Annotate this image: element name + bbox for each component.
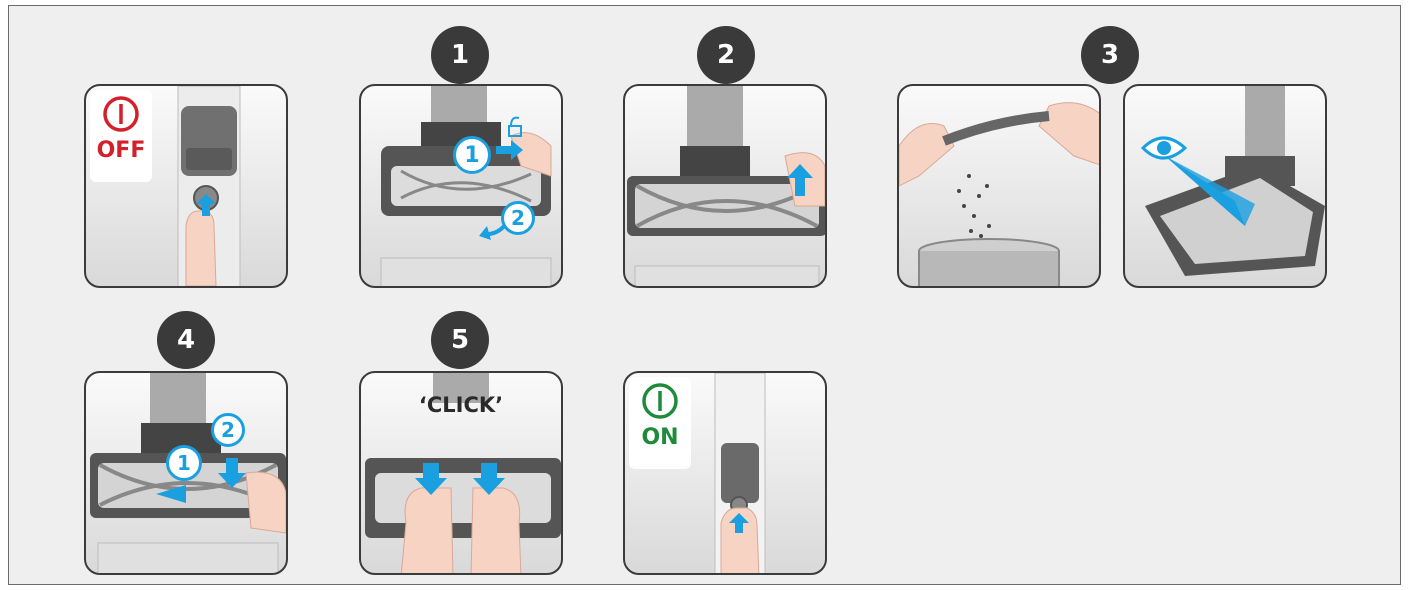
step-1-badge: 1: [431, 26, 489, 84]
power-symbol-icon: [640, 381, 680, 421]
callout-2: 2: [501, 201, 535, 235]
clean-brush-roll-illustration: [899, 86, 1101, 288]
panel-step-4: 1 2: [84, 371, 288, 575]
power-on-label: ON: [641, 427, 678, 449]
callout-1-text: 1: [177, 451, 191, 475]
brush-head-open-illustration: [361, 86, 563, 288]
callout-2-text: 2: [511, 206, 525, 230]
power-on-badge: ON: [629, 377, 691, 469]
click-label: ‘CLICK’: [361, 393, 561, 417]
step-3-badge: 3: [1081, 26, 1139, 84]
step-5-number: 5: [451, 325, 469, 355]
callout-2-text: 2: [221, 418, 235, 442]
panel-step-1: 1 2: [359, 84, 563, 288]
panel-step-5: ‘CLICK’: [359, 371, 563, 575]
instruction-frame: 1 2 3 4 5 OFF: [8, 5, 1401, 585]
step-2-badge: 2: [697, 26, 755, 84]
panel-step-2: [623, 84, 827, 288]
panel-power-off: OFF: [84, 84, 288, 288]
callout-1: 1: [166, 445, 202, 481]
panel-step-3-inspect: [1123, 84, 1327, 288]
power-off-label: OFF: [97, 140, 146, 162]
step-5-badge: 5: [431, 311, 489, 369]
inspect-head-illustration: [1125, 86, 1327, 288]
panel-step-3-clean: [897, 84, 1101, 288]
power-symbol-icon: [101, 94, 141, 134]
step-1-number: 1: [451, 40, 469, 70]
step-2-number: 2: [717, 40, 735, 70]
power-off-badge: OFF: [90, 90, 152, 182]
eye-icon: [1143, 138, 1185, 158]
callout-1: 1: [453, 136, 491, 174]
callout-2: 2: [211, 413, 245, 447]
step-3-number: 3: [1101, 40, 1119, 70]
step-4-badge: 4: [157, 311, 215, 369]
step-4-number: 4: [177, 325, 195, 355]
panel-power-on: ON: [623, 371, 827, 575]
callout-1-text: 1: [464, 143, 479, 168]
brush-roll-removal-illustration: [625, 86, 827, 288]
